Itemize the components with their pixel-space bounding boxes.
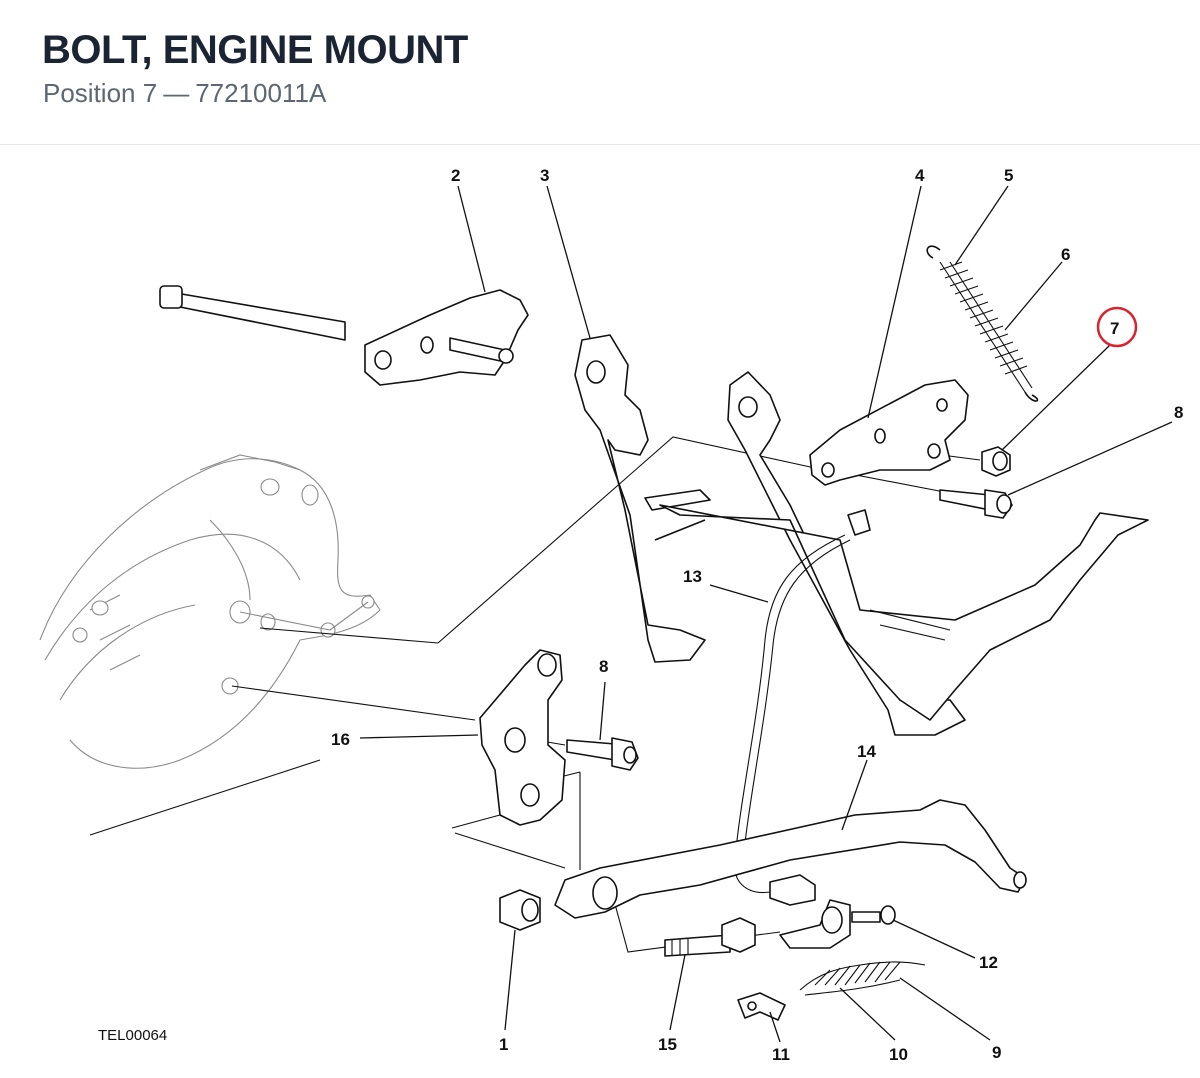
part-8-bolt-right (939, 489, 1013, 519)
callout-7: 7 (1110, 319, 1119, 338)
callout-3: 3 (540, 166, 549, 185)
callout-5: 5 (1004, 166, 1013, 185)
drawing-code: TEL00064 (98, 1027, 167, 1044)
callout-8-right: 8 (1174, 403, 1183, 422)
callout-10: 10 (889, 1045, 908, 1064)
page-header: BOLT, ENGINE MOUNT Position 7—77210011A (0, 0, 1200, 145)
callout-14: 14 (857, 742, 876, 761)
part-15-stud (664, 917, 756, 957)
part-13-cable (734, 509, 871, 894)
part-4-plate (809, 379, 969, 486)
part-7-nut (981, 446, 1011, 477)
part-5-6-spring (926, 245, 1039, 402)
callout-labels: 2 3 4 5 6 7 8 13 8 16 14 12 1 15 11 10 9… (98, 166, 1183, 1064)
main-stand-frame (659, 371, 1149, 736)
callout-4: 4 (915, 166, 925, 185)
page-title: BOLT, ENGINE MOUNT (42, 28, 468, 72)
sensor-bracket (769, 874, 851, 949)
callout-2: 2 (451, 166, 460, 185)
part-12-bolt (851, 905, 896, 925)
position-label: Position 7 (43, 78, 158, 108)
callout-11: 11 (772, 1045, 790, 1064)
callout-15: 15 (658, 1035, 677, 1054)
part-9-10-spring (799, 961, 926, 996)
part-11-clip (737, 992, 786, 1021)
engine-casing-outline (39, 454, 381, 769)
callout-1: 1 (499, 1035, 508, 1054)
callout-8-left: 8 (599, 657, 608, 676)
callout-13: 13 (683, 567, 702, 586)
part-16-bracket (479, 649, 639, 826)
callout-16: 16 (331, 730, 350, 749)
callout-9: 9 (992, 1043, 1001, 1062)
callout-6: 6 (1061, 245, 1070, 264)
leader-lines (359, 185, 1173, 1043)
callout-12: 12 (979, 953, 998, 972)
part-14-side-stand (554, 799, 1027, 919)
highlight-ring (1096, 306, 1138, 348)
part-2-bolt-bracket (159, 285, 529, 386)
part-number: 77210011A (195, 78, 327, 108)
part-1-nut (499, 889, 541, 931)
part-3-stand-leg (574, 334, 711, 663)
page-subtitle: Position 7—77210011A (43, 78, 326, 109)
exploded-parts-diagram: 2 3 4 5 6 7 8 13 8 16 14 12 1 15 11 10 9… (39, 166, 1183, 1064)
subtitle-separator: — (163, 78, 190, 108)
